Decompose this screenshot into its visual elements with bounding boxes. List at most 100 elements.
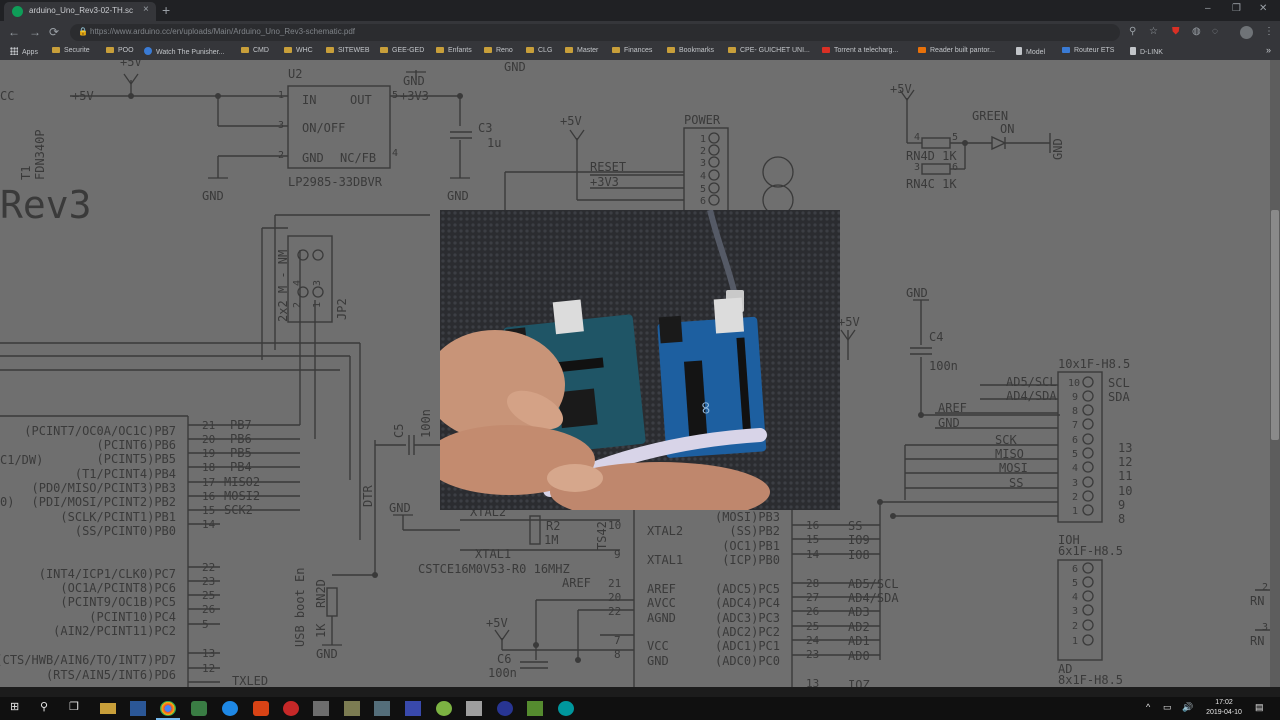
bookmark-item[interactable]: Watch The Punisher... (144, 47, 224, 56)
app-icon-indigo[interactable] (405, 701, 421, 716)
bookmark-item[interactable]: Bookmarks (667, 47, 714, 54)
app-icon-slate[interactable] (374, 701, 390, 716)
back-arrow-icon[interactable]: ← (8, 25, 20, 39)
chrome-icon[interactable] (160, 701, 176, 716)
svg-text:(CTS/HWB/AIN6/TO/INT7)PD7: (CTS/HWB/AIN6/TO/INT7)PD7 (0, 653, 176, 667)
pdf-viewer[interactable]: CC +5V +5V U2 IN ON/OFF GND OUT NC/FB 1 … (0, 60, 1280, 687)
svg-text:+5V: +5V (838, 315, 860, 329)
svg-text:R2: R2 (546, 519, 560, 533)
tray-overflow-icon[interactable]: ^ (1146, 702, 1151, 712)
svg-text:RESET: RESET (590, 160, 626, 174)
app-icon-green[interactable] (191, 701, 207, 716)
bookmarks-overflow-icon[interactable]: » (1266, 45, 1272, 55)
bookmark-item[interactable]: Reno (484, 47, 513, 54)
bookmark-item[interactable]: Enfants (436, 47, 472, 54)
system-clock[interactable]: 17:02 2019-04-10 (1204, 698, 1244, 718)
profile-avatar-icon[interactable] (1240, 26, 1253, 39)
u4-pin-labels: 10 9 21 20 22 7 8 XTAL2 XTAL1 AREF AVCC … (608, 510, 899, 687)
bookmark-item[interactable]: CLG (526, 47, 552, 54)
app-icon-olive[interactable] (344, 701, 360, 716)
folder-icon (612, 47, 620, 53)
svg-text:8x1F-H8.5: 8x1F-H8.5 (1058, 673, 1123, 687)
svg-text:3: 3 (1072, 606, 1078, 617)
notifications-icon[interactable]: ▤ (1255, 702, 1264, 712)
zoom-icon[interactable]: ⚲ (1129, 26, 1137, 37)
svg-text:+5V: +5V (120, 60, 142, 69)
app-icon-blue[interactable] (222, 701, 238, 716)
bookmark-apps[interactable]: Apps (10, 47, 38, 56)
search-icon[interactable]: ⚲ (40, 701, 49, 713)
svg-text:1: 1 (1072, 636, 1078, 647)
svg-text:6: 6 (700, 196, 706, 207)
svg-text:PB5: PB5 (230, 446, 252, 460)
svg-text:3: 3 (1262, 622, 1268, 633)
app-icon-moss[interactable] (527, 701, 543, 716)
svg-text:5: 5 (1072, 449, 1078, 460)
bookmark-item[interactable]: POO (106, 47, 134, 54)
bookmark-item[interactable]: Master (565, 47, 598, 54)
svg-text:RN: RN (1250, 594, 1264, 608)
bookmark-item[interactable]: Model (1016, 47, 1045, 56)
new-tab-button[interactable]: + (162, 2, 171, 18)
svg-text:26: 26 (806, 605, 819, 618)
svg-text:GND: GND (302, 151, 324, 165)
svg-text:8: 8 (1118, 512, 1125, 526)
bookmark-item[interactable]: Reader built pantor... (918, 47, 995, 54)
extension-icon[interactable]: ◍ (1192, 26, 1201, 37)
bookmark-star-icon[interactable]: ☆ (1149, 26, 1158, 37)
bookmark-item[interactable]: SITEWEB (326, 47, 370, 54)
windows-start-icon[interactable]: ⊞ (10, 701, 20, 713)
svg-text:4: 4 (700, 171, 706, 182)
extension-shield-icon[interactable]: ⛊ (1172, 26, 1180, 37)
svg-text:6: 6 (952, 162, 958, 173)
svg-text:GREEN: GREEN (972, 109, 1008, 123)
svg-text:1: 1 (700, 134, 706, 145)
svg-text:(OC1A/PCINT8)PC6: (OC1A/PCINT8)PC6 (60, 581, 176, 595)
video-overlay[interactable]: ∞ (440, 210, 840, 510)
svg-text:SCK: SCK (995, 433, 1017, 447)
svg-text:C5: C5 (392, 424, 406, 438)
svg-text:4: 4 (392, 148, 398, 159)
app-icon-silver[interactable] (466, 701, 482, 716)
svg-text:10: 10 (608, 519, 621, 532)
svg-text:RN4D 1K: RN4D 1K (906, 149, 957, 163)
app-icon-record[interactable] (283, 701, 299, 716)
bookmark-item[interactable]: WHC (284, 47, 313, 54)
minimize-button[interactable]: – (1205, 3, 1211, 14)
bookmark-item[interactable]: Securite (52, 47, 90, 54)
app-icon-gray[interactable] (313, 701, 329, 716)
bookmark-item[interactable]: CPE- GUICHET UNI... (728, 47, 810, 54)
close-tab-icon[interactable]: × (143, 4, 149, 15)
close-window-button[interactable]: ✕ (1259, 3, 1268, 14)
svg-text:13: 13 (202, 647, 215, 660)
file-explorer-icon[interactable] (100, 703, 116, 714)
browser-tab[interactable]: arduino_Uno_Rev3-02-TH.sch × (4, 2, 156, 21)
app-icon-red[interactable] (253, 701, 269, 716)
svg-text:PB4: PB4 (230, 460, 252, 474)
svg-text:26: 26 (202, 603, 215, 616)
folder-icon (326, 47, 334, 53)
address-bar[interactable]: 🔒 https://www.arduino.cc/en/uploads/Main… (70, 24, 1120, 41)
extension-icon-2[interactable]: ◌ (1212, 26, 1218, 37)
word-icon[interactable] (130, 701, 146, 716)
bookmark-item[interactable]: Routeur ETS (1062, 47, 1114, 54)
maximize-button[interactable]: ❐ (1232, 3, 1241, 14)
svg-text:12: 12 (202, 662, 215, 675)
bookmark-item[interactable]: Torrent a telecharg... (822, 47, 898, 54)
app-icon-navy[interactable] (497, 701, 513, 716)
arduino-ide-icon[interactable] (558, 701, 574, 716)
scrollbar-thumb[interactable] (1271, 210, 1279, 440)
network-icon[interactable]: ▭ (1163, 702, 1172, 712)
folder-icon (380, 47, 388, 53)
menu-dots-icon[interactable]: ⋮ (1264, 26, 1274, 37)
app-icon-lime[interactable] (436, 701, 452, 716)
task-view-icon[interactable]: ❐ (69, 701, 79, 713)
bookmark-item[interactable]: D-LINK (1130, 47, 1163, 56)
svg-text:C1/DW): C1/DW) (0, 453, 43, 467)
bookmark-item[interactable]: GEE-GED (380, 47, 424, 54)
forward-arrow-icon[interactable]: → (29, 25, 41, 39)
reload-icon[interactable]: ⟳ (49, 25, 60, 39)
volume-icon[interactable]: 🔊 (1182, 702, 1194, 712)
bookmark-item[interactable]: CMD (241, 47, 269, 54)
bookmark-item[interactable]: Finances (612, 47, 652, 54)
